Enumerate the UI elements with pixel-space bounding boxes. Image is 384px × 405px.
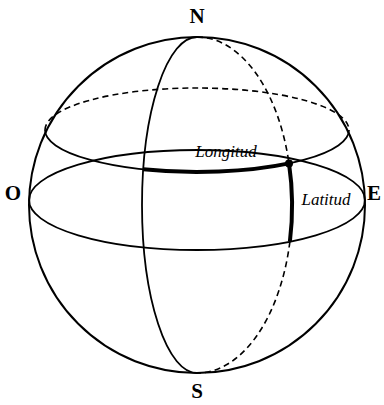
meridian-back-lower <box>197 242 290 373</box>
north-label: N <box>189 6 204 27</box>
meridian-front <box>142 37 197 373</box>
parallel-front <box>45 130 349 172</box>
latitude-label: Latitud <box>301 191 350 208</box>
longitude-arc <box>143 163 289 172</box>
east-label: E <box>367 183 381 204</box>
globe-outline <box>29 37 365 373</box>
longitude-label: Longitud <box>195 143 256 160</box>
equator-line <box>29 150 365 250</box>
south-label: S <box>191 381 203 402</box>
latitude-arc <box>289 163 292 241</box>
parallel-back <box>45 88 349 130</box>
west-label: O <box>5 183 21 204</box>
location-point <box>285 159 293 167</box>
